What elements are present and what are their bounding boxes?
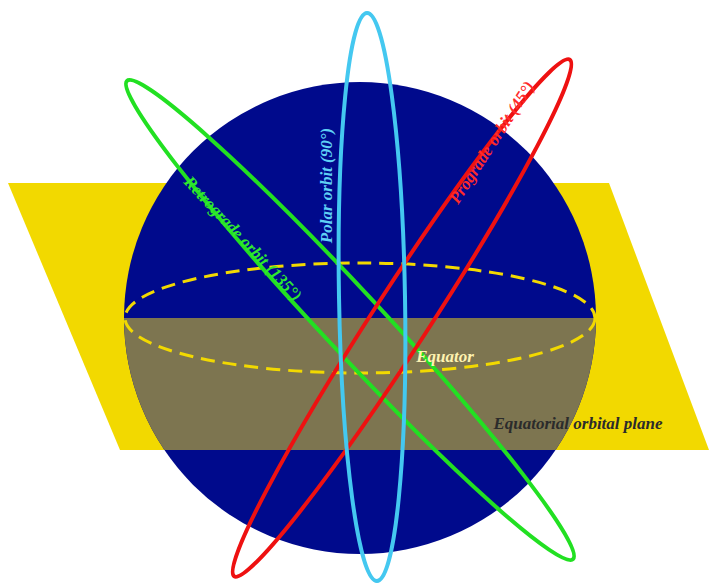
orbit-label: Polar orbit (90°) xyxy=(319,127,336,242)
earth-sphere xyxy=(124,82,596,554)
plane-label: Equatorial orbital plane xyxy=(493,415,662,432)
equator-label: Equator xyxy=(416,348,474,365)
prograde-orbit xyxy=(211,44,593,584)
equator-line xyxy=(125,263,595,373)
sphere-upper-cap xyxy=(124,262,596,318)
retrograde-orbit xyxy=(105,60,595,579)
polar-orbit xyxy=(334,12,410,581)
